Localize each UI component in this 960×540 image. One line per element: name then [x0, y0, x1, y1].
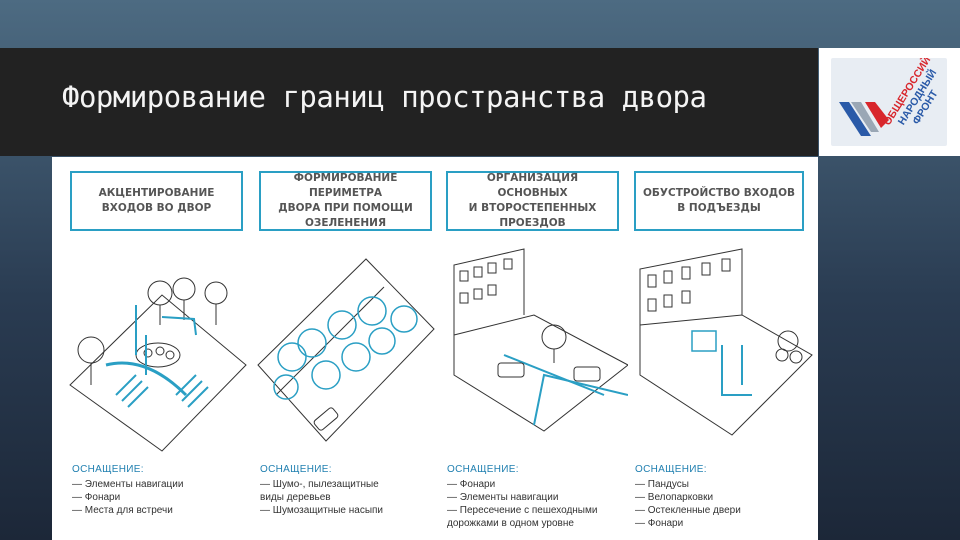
equipment-list-1: ОСНАЩЕНИЕ: — Элементы навигации — Фонари…: [72, 463, 183, 517]
column-header-1: АКЦЕНТИРОВАНИЕ ВХОДОВ ВО ДВОР: [70, 171, 243, 231]
content-panel: АКЦЕНТИРОВАНИЕ ВХОДОВ ВО ДВОР ФОРМИРОВАН…: [52, 157, 818, 540]
illustration-green-perimeter: [257, 258, 435, 442]
equipment-item: — Элементы навигации: [447, 492, 559, 503]
equipment-item: — Элементы навигации: [72, 479, 184, 490]
equipment-item: — Места для встречи: [72, 505, 173, 516]
equipment-title: ОСНАЩЕНИЕ:: [447, 464, 519, 475]
equipment-item: — Шумо-, пылезащитные: [260, 479, 379, 490]
column-header-4: ОБУСТРОЙСТВО ВХОДОВ В ПОДЪЕЗДЫ: [634, 171, 804, 231]
equipment-title: ОСНАЩЕНИЕ:: [72, 464, 144, 475]
equipment-item: — Шумозащитные насыпи: [260, 505, 384, 516]
slide-title: Формирование границ пространства двора: [62, 80, 707, 114]
logo-box: ОБЩЕРОССИЙСКИЙ НАРОДНЫЙ ФРОНТ: [819, 29, 960, 156]
equipment-item: — Велопарковки: [635, 492, 714, 503]
title-bar: [0, 48, 818, 156]
illustration-driveways: [453, 248, 628, 432]
illustration-entrance-accent: [69, 277, 247, 452]
equipment-item: дорожками в одном уровне: [447, 518, 574, 529]
equipment-list-2: ОСНАЩЕНИЕ: — Шумо-, пылезащитные виды де…: [260, 463, 383, 517]
column-header-3: ОРГАНИЗАЦИЯ ОСНОВНЫХ И ВТОРОСТЕПЕННЫХ ПР…: [446, 171, 619, 231]
onf-logo-graphic: ОБЩЕРОССИЙСКИЙ НАРОДНЫЙ ФРОНТ: [839, 29, 949, 136]
equipment-list-3: ОСНАЩЕНИЕ: — Фонари — Элементы навигации…: [447, 463, 597, 530]
equipment-item: — Фонари: [447, 479, 496, 490]
equipment-list-4: ОСНАЩЕНИЕ: — Пандусы — Велопарковки — Ос…: [635, 463, 741, 530]
equipment-item: — Пандусы: [635, 479, 689, 490]
column-header-2: ФОРМИРОВАНИЕ ПЕРИМЕТРА ДВОРА ПРИ ПОМОЩИ …: [259, 171, 432, 231]
equipment-item: — Остекленные двери: [635, 505, 741, 516]
illustration-building-entrances: [639, 248, 813, 436]
equipment-title: ОСНАЩЕНИЕ:: [260, 464, 332, 475]
equipment-item: — Фонари: [72, 492, 121, 503]
onf-logo: ОБЩЕРОССИЙСКИЙ НАРОДНЫЙ ФРОНТ: [831, 29, 949, 146]
equipment-item: виды деревьев: [260, 492, 331, 503]
equipment-item: — Пересечение с пешеходными: [447, 505, 598, 516]
equipment-title: ОСНАЩЕНИЕ:: [635, 464, 707, 475]
equipment-item: — Фонари: [635, 518, 684, 529]
